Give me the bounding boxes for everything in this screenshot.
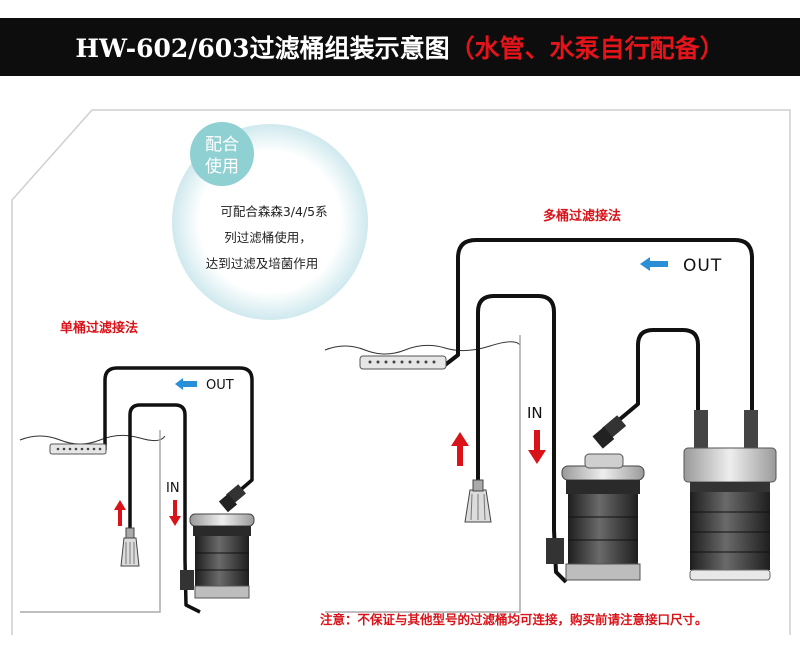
multi-hoses [443, 238, 754, 584]
bubble-line2: 列过滤桶使用， [224, 230, 312, 245]
multi-intake-strainer [464, 479, 492, 523]
single-down-arrow [169, 500, 181, 526]
badge-line2: 使用 [205, 156, 239, 177]
multi-out-arrow [640, 257, 668, 271]
tank-walls [20, 335, 521, 613]
multi-filter-large [683, 410, 777, 581]
badge-line1: 配合 [205, 135, 239, 155]
single-valve [218, 484, 246, 513]
frame-outline [11, 109, 791, 635]
title-banner: HW-602/603过滤桶组装示意图（水管、水泵自行配备） [0, 18, 800, 76]
single-in-label: IN [166, 481, 180, 496]
bubble-line3: 达到过滤及培菌作用 [206, 256, 319, 271]
single-up-arrow [114, 500, 126, 526]
single-hoses [103, 366, 254, 614]
single-out-arrow [175, 378, 197, 390]
footer-note: 注意：不保证与其他型号的过滤桶均可连接，购买前请注意接口尺寸。 [320, 612, 708, 627]
multi-out-label: OUT [683, 256, 722, 276]
multi-in-label: IN [527, 404, 543, 422]
multi-valve [592, 415, 627, 449]
info-bubble: 配合 使用 可配合森森3/4/5系 列过滤桶使用， 达到过滤及培菌作用 [172, 122, 368, 320]
multi-filter-small [546, 453, 645, 581]
multi-down-arrow [528, 430, 546, 464]
bubble-line1: 可配合森森3/4/5系 [220, 204, 327, 219]
single-spray-bar [49, 443, 107, 455]
multi-setup-title: 多桶过滤接法 [543, 208, 621, 224]
diagram-title: HW-602/603过滤桶组装示意图 [75, 34, 450, 63]
water-lines [19, 341, 521, 445]
title-note: （水管、水泵自行配备） [449, 34, 725, 63]
badge-circle [190, 122, 254, 186]
single-intake-strainer [120, 527, 140, 567]
single-out-label: OUT [206, 378, 234, 393]
single-setup-title: 单桶过滤接法 [60, 320, 138, 336]
single-filter-canister [180, 513, 255, 599]
multi-up-arrow [451, 432, 469, 466]
multi-spray-bar [359, 355, 447, 370]
